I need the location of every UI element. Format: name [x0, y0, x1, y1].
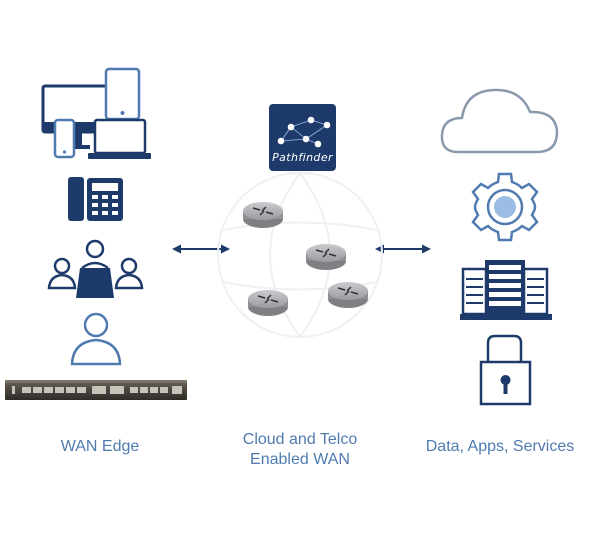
padlock-icon	[479, 334, 532, 406]
data-apps-services-label: Data, Apps, Services	[425, 438, 575, 455]
server-rack-icon	[460, 260, 552, 320]
wan-edge-label: WAN Edge	[60, 438, 140, 455]
router-icon	[328, 282, 368, 308]
cloud-icon	[440, 88, 559, 154]
gear-icon	[471, 172, 539, 242]
network-appliance-icon	[5, 380, 187, 400]
router-icon	[243, 202, 283, 228]
meeting-group-icon	[47, 239, 144, 298]
cloud-telco-label-line2: Enabled WAN	[250, 451, 350, 468]
globe-watermark	[217, 172, 383, 338]
router-icon	[248, 290, 288, 316]
pathfinder-logo: Pathfinder	[269, 104, 336, 171]
arrow-middle-right	[375, 244, 431, 254]
user-icon	[70, 312, 122, 366]
pathfinder-logo-text: Pathfinder	[272, 151, 334, 164]
cloud-telco-label: Cloud and Telco Enabled WAN	[215, 430, 385, 470]
devices-icon	[41, 67, 151, 159]
cloud-telco-label-line1: Cloud and Telco	[242, 431, 358, 448]
router-icon	[306, 244, 346, 270]
arrow-left-middle	[172, 244, 230, 254]
desk-phone-icon	[68, 177, 123, 221]
